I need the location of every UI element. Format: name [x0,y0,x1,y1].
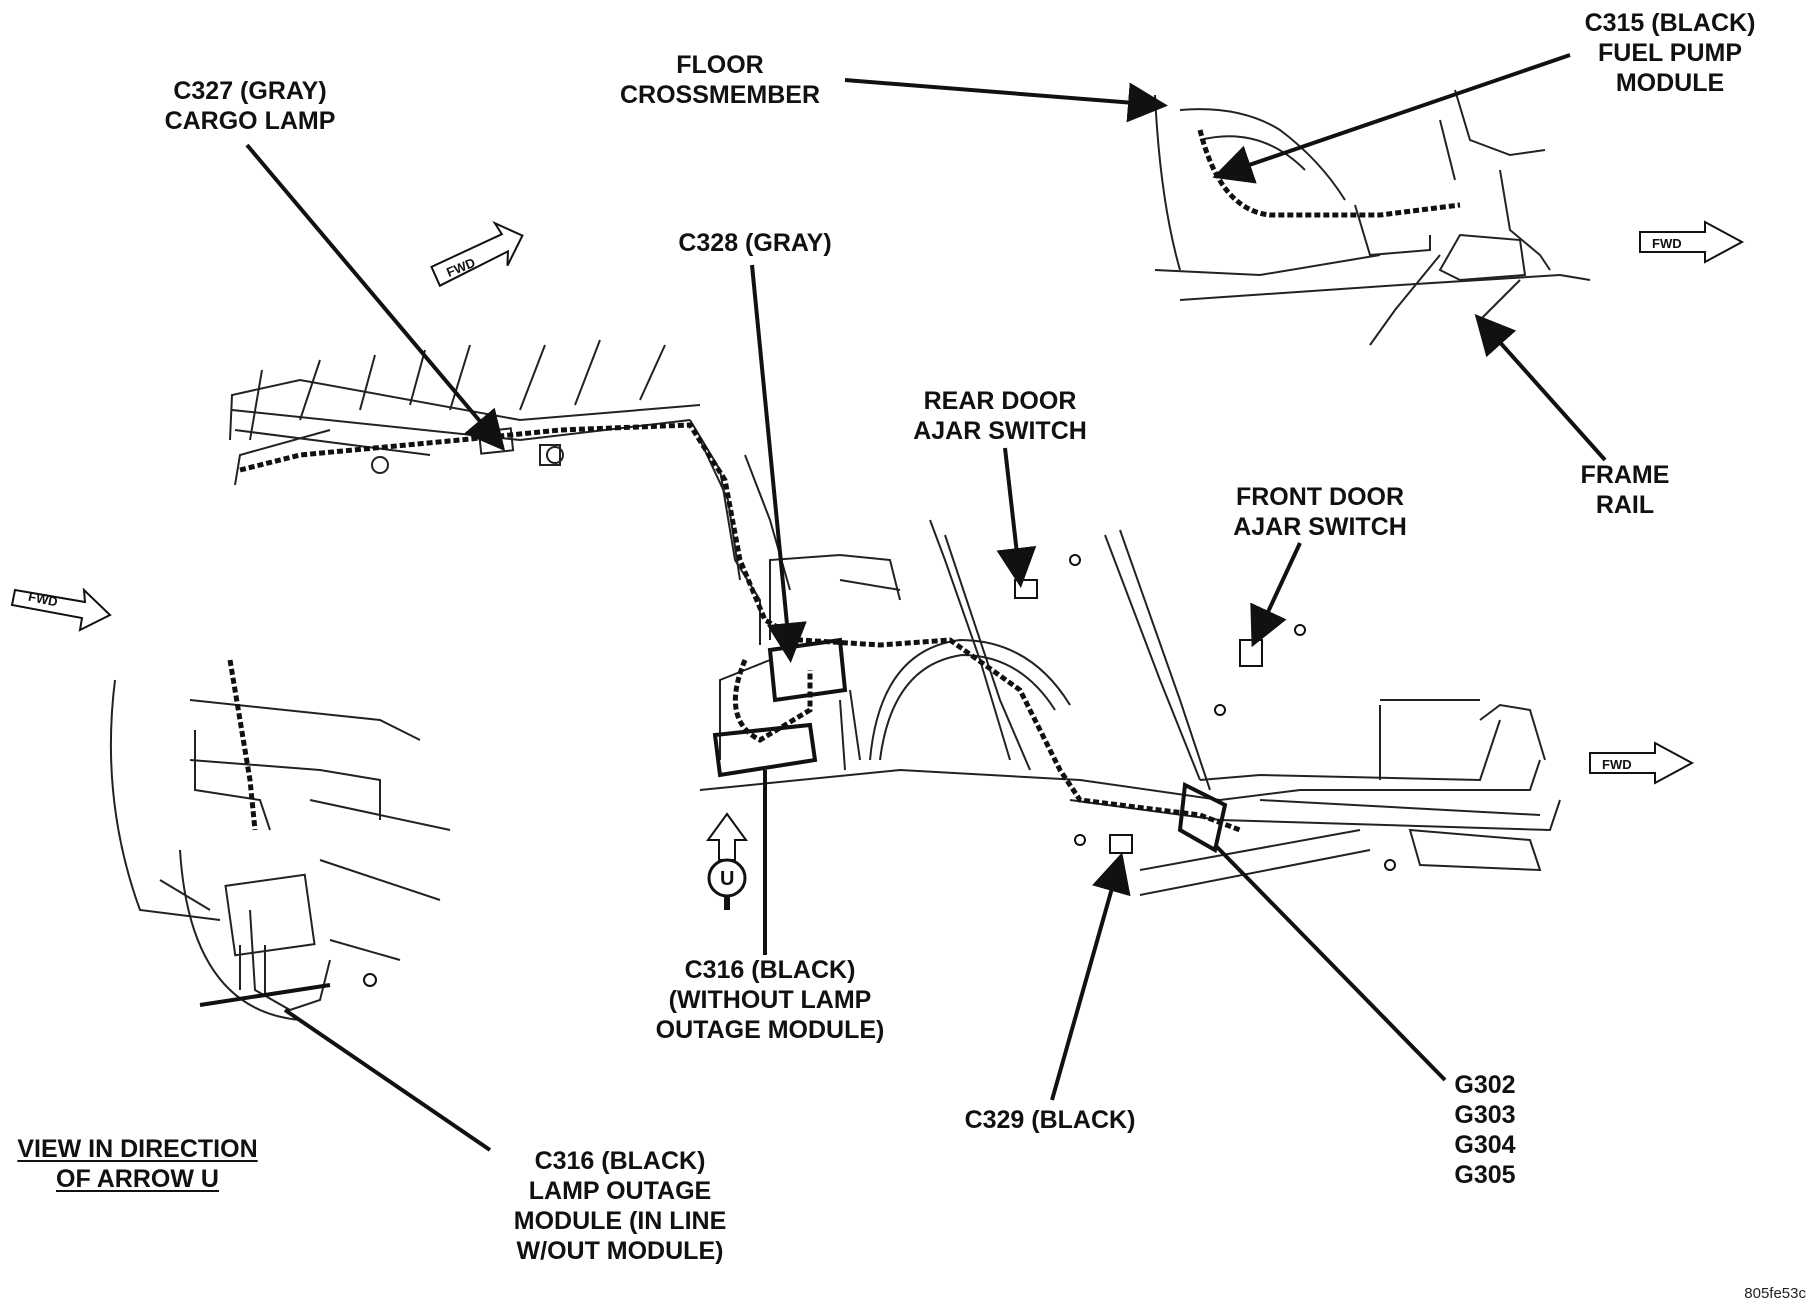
leader-frame-rail [1474,314,1607,462]
leader-floor-crossmember [844,78,1168,123]
fwd-marker-2: FWD [10,587,112,632]
fwd-marker-3: FWD [1639,220,1745,264]
fwd-marker-1: FWD [430,220,524,288]
arrow-u-letter: U [720,868,734,890]
label-c328: C328 (GRAY) [678,229,832,257]
leader-c327 [245,143,506,452]
arrow-u-marker: U [706,812,748,910]
leader-c329 [1050,852,1131,1101]
leader-front-door-ajar [1250,542,1302,648]
fwd-marker-2-text: FWD [27,589,59,610]
label-c327: C327 (GRAY)CARGO LAMP [164,77,336,135]
leader-c328 [750,264,807,663]
leader-rear-door-ajar [996,447,1037,588]
fwd-marker-4-text: FWD [1602,757,1632,772]
body-line-art [109,89,1591,1021]
small-parts [363,554,1396,987]
fwd-marker-3-text: FWD [1652,236,1682,251]
figure-id: 805fe53c [1744,1285,1806,1302]
label-c329: C329 (BLACK) [964,1106,1136,1134]
leader-lines [245,53,1607,1152]
fwd-marker-4: FWD [1589,741,1695,785]
leader-grounds [1213,843,1447,1082]
connector-outlines [199,637,1228,1007]
leader-c316-lamp-outage [283,1008,492,1152]
leader-c315 [1212,53,1571,184]
